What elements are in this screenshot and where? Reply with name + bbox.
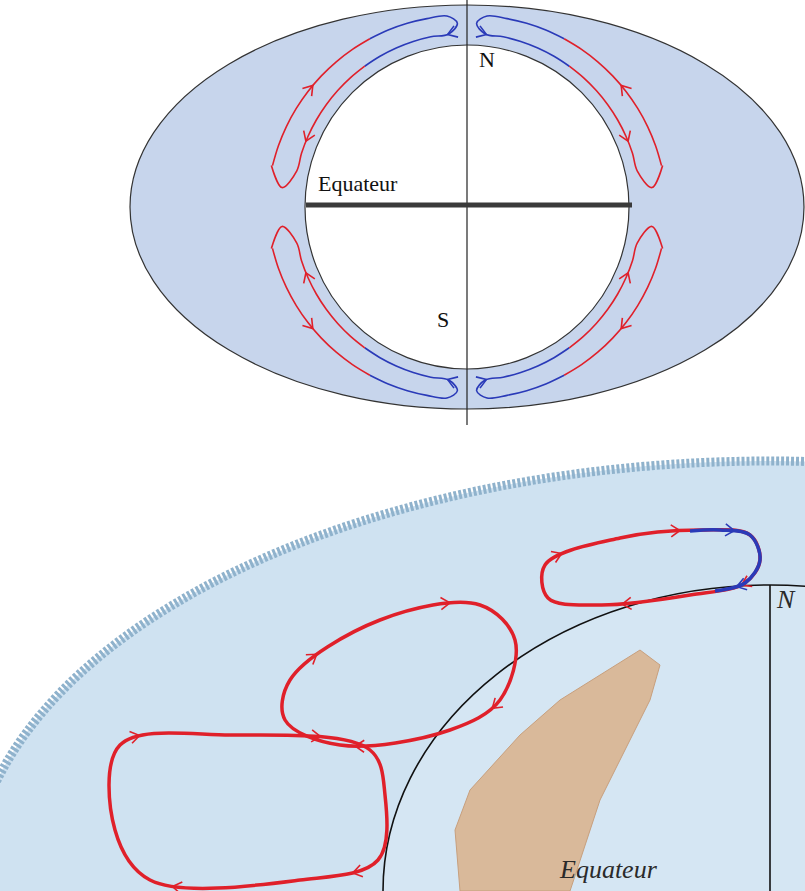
earth-quarter — [383, 585, 805, 891]
flow-arrowhead — [300, 270, 314, 283]
flow-line — [569, 66, 662, 187]
flow-line — [271, 66, 364, 187]
flow-line — [109, 733, 387, 889]
flow-arrowhead — [488, 698, 503, 713]
flow-arrowhead — [476, 26, 489, 40]
flow-arrowhead — [551, 548, 564, 563]
circulation-cell — [271, 16, 458, 188]
flow-line — [282, 602, 516, 746]
circulation-cell — [476, 16, 663, 188]
polar-axis — [769, 585, 771, 891]
pole-label: N — [479, 48, 495, 72]
flow-arrowhead — [446, 26, 459, 40]
flow-arrowhead — [130, 730, 141, 744]
flow-line — [564, 248, 661, 375]
circulation-cell — [542, 524, 760, 610]
equator-label: Equateur — [318, 172, 397, 196]
bottom-panel — [0, 461, 805, 891]
circulation-cell — [109, 730, 387, 891]
flow-line — [271, 226, 364, 347]
pole-label: S — [437, 308, 449, 332]
flow-arrowhead — [735, 578, 747, 592]
circulation-cell — [271, 226, 458, 398]
flow-arrowhead — [476, 374, 489, 388]
flow-line — [272, 39, 369, 166]
flow-arrowhead — [306, 649, 320, 664]
flow-arrowhead — [617, 318, 632, 333]
flow-line — [564, 39, 661, 166]
flow-arrowhead — [446, 374, 459, 388]
flow-arrowhead — [671, 524, 681, 536]
top-panel — [130, 0, 804, 425]
flow-arrowhead — [622, 597, 632, 610]
circulation-cell — [282, 597, 516, 752]
flow-arrowhead — [619, 131, 633, 144]
flow-line — [365, 16, 458, 67]
flow-arrowhead — [617, 82, 632, 97]
flow-arrowhead — [302, 82, 317, 97]
equator-line — [306, 203, 632, 208]
flow-arrowhead — [351, 865, 363, 879]
flow-line — [569, 226, 662, 347]
continent — [455, 650, 660, 891]
flow-arrowhead — [619, 270, 633, 283]
flow-arrowhead — [172, 881, 183, 891]
circulation-cell — [476, 226, 663, 398]
flow-arrowhead — [440, 597, 450, 610]
flow-arrowhead — [355, 740, 364, 752]
polar-axis — [466, 0, 467, 425]
atmosphere — [0, 461, 805, 891]
flow-line — [542, 530, 760, 605]
flow-line — [690, 530, 760, 591]
flow-arrowhead — [725, 524, 735, 537]
flow-line — [272, 248, 369, 375]
flow-line — [477, 348, 570, 399]
equator-label: Equateur — [560, 856, 657, 885]
flow-line — [365, 348, 458, 399]
flow-arrowhead — [302, 318, 317, 333]
flow-arrowhead — [300, 131, 314, 144]
pole-label: N — [777, 586, 794, 615]
